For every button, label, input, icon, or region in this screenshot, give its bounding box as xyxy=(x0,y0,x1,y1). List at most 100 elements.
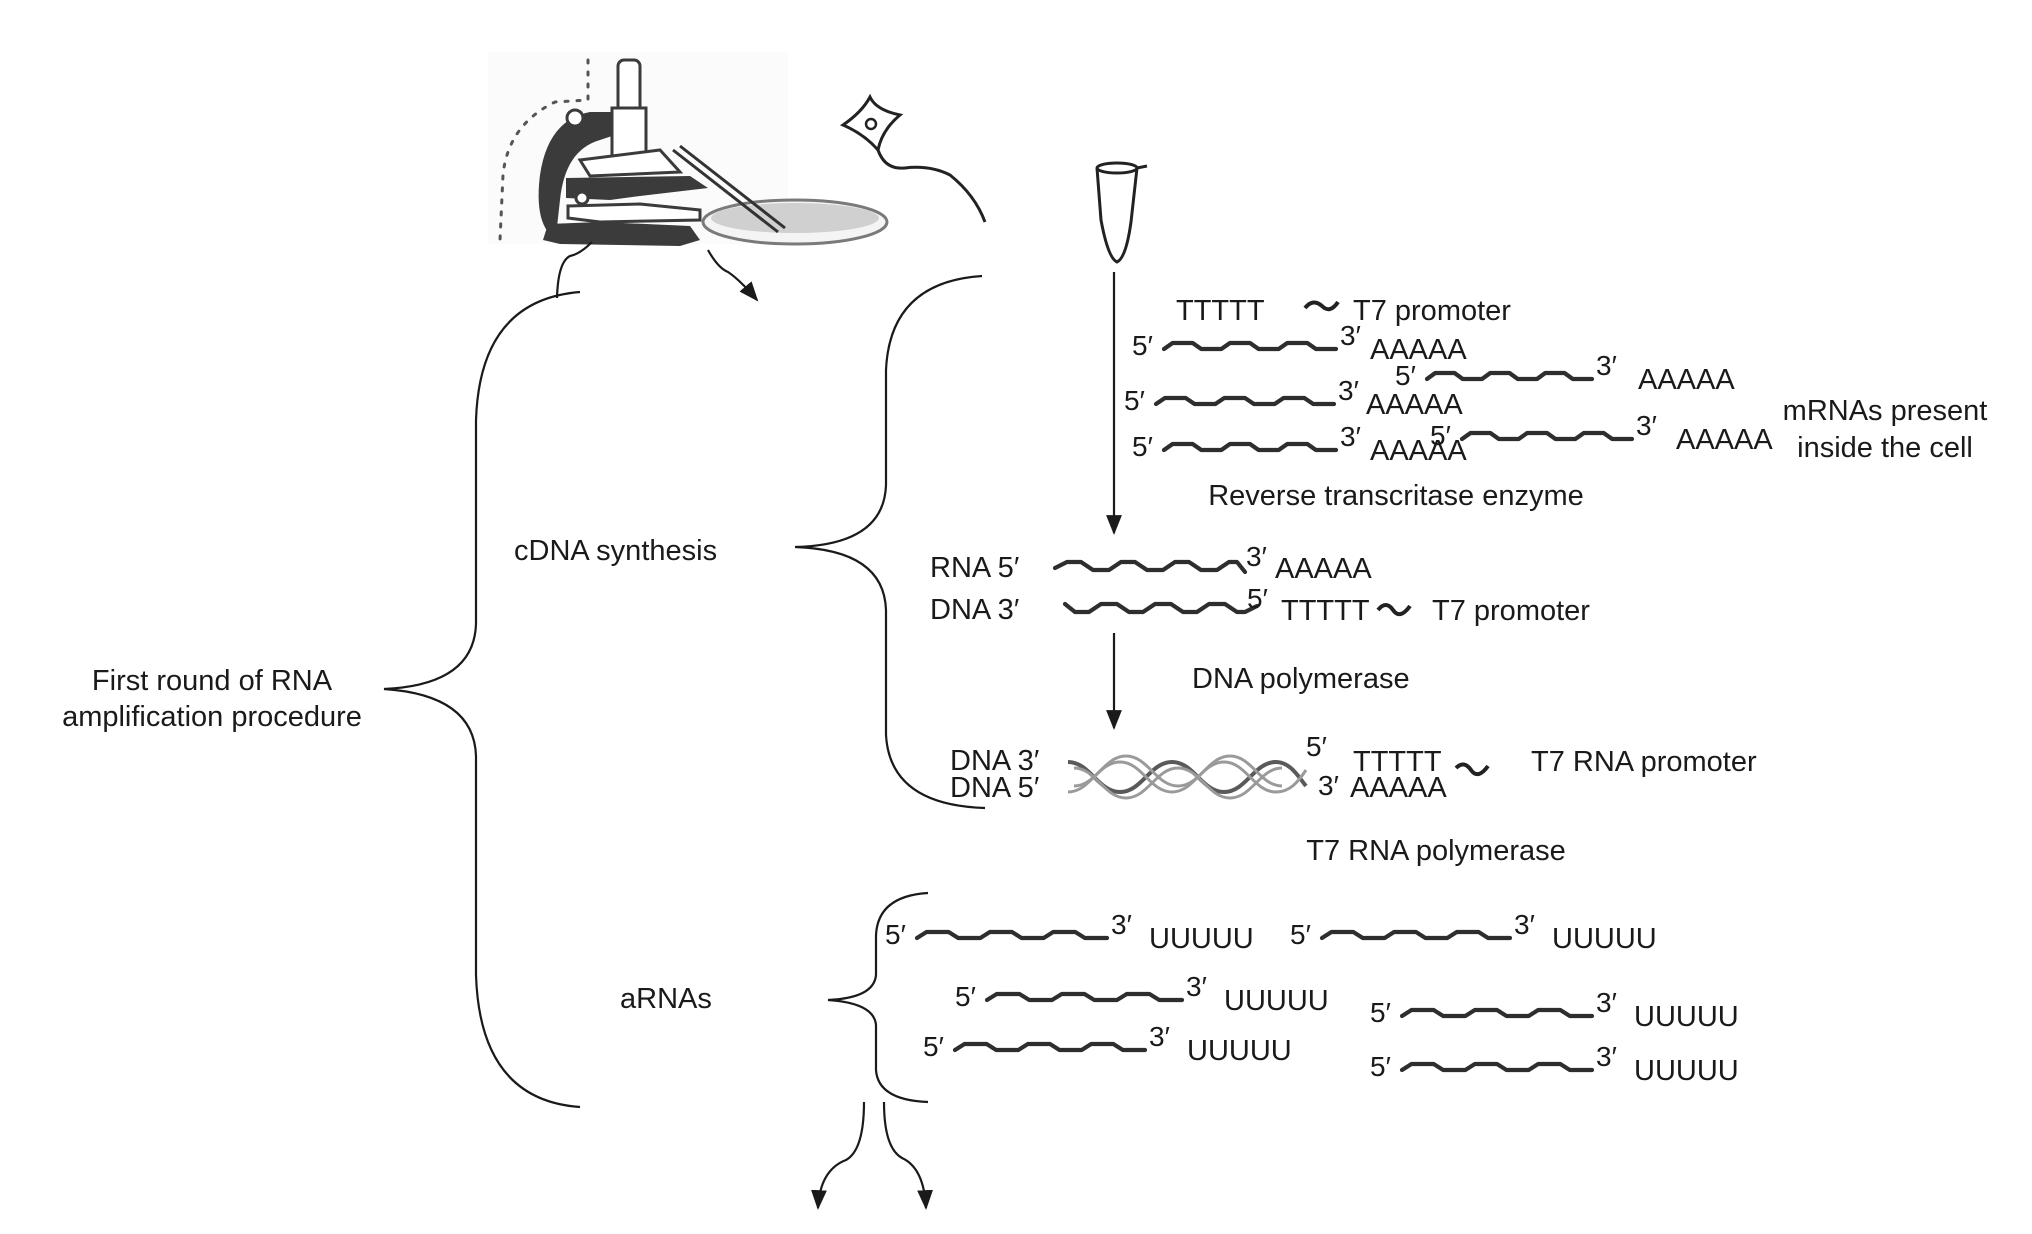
output-arrow-left xyxy=(811,1101,866,1210)
connector-from-microscope xyxy=(555,241,593,299)
mrna-strand: 5′3′AAAAA xyxy=(1395,350,1735,396)
svg-text:amplification procedure: amplification procedure xyxy=(62,701,362,733)
poly-tail-label: AAAAA xyxy=(1676,424,1773,456)
mrna-strands: 5′3′AAAAA5′3′AAAAA5′3′AAAAA5′3′AAAAA5′3′… xyxy=(1124,320,1773,467)
three-prime-label: 3′ xyxy=(1596,350,1617,381)
five-prime-label: 5′ xyxy=(1132,330,1153,361)
five-prime-label: 5′ xyxy=(955,981,976,1012)
five-prime-label: 5′ xyxy=(1290,919,1311,950)
five-prime-label: 5′ xyxy=(1370,1051,1391,1082)
poly-tail-label: UUUUU xyxy=(1224,985,1329,1017)
arna-strand: 5′ 3′ UUUUU xyxy=(1370,1041,1739,1087)
brace-first-round xyxy=(383,290,581,1109)
five-prime-label: 5′ xyxy=(923,1031,944,1062)
svg-text:T7 promoter: T7 promoter xyxy=(1353,295,1511,327)
svg-text:RNA 5′: RNA 5′ xyxy=(930,552,1019,584)
connector-arrow-from-dish xyxy=(707,249,759,302)
arna-strand: 5′ 3′ UUUUU xyxy=(885,909,1254,955)
strand-line xyxy=(914,929,1110,941)
strand-line xyxy=(1319,929,1513,941)
mrna-strand: 5′ 3′AAAAA xyxy=(1124,375,1463,421)
three-prime-label: 3′ xyxy=(1514,909,1535,940)
three-prime-label: 3′ xyxy=(1596,1041,1617,1072)
svg-text:3′: 3′ xyxy=(1246,541,1267,572)
svg-text:First round of RNA: First round of RNA xyxy=(92,665,333,697)
three-prime-label: 3′ xyxy=(1636,410,1657,441)
pipette-icon xyxy=(672,144,786,234)
five-prime-label: 5′ xyxy=(1124,385,1145,416)
strand-line xyxy=(1153,395,1337,407)
t7-promoter-icon xyxy=(1303,300,1340,312)
svg-text:TTTTT: TTTTT xyxy=(1176,295,1265,327)
stage-label-cdna: cDNA synthesis xyxy=(514,535,717,567)
strand-line xyxy=(1161,441,1339,453)
strand-line xyxy=(1459,430,1635,442)
arna-strands: 5′ 3′ UUUUU 5′ 3′ UUUUU 5′ 3′ UUUUU 5′ 3′ UUUUU 5′ 3′… xyxy=(885,909,1739,1087)
petri-dish-icon xyxy=(701,198,889,246)
double-stranded-dna: DNA 3′ DNA 5′ 5′ TTTTT T7 RNA promoter 3… xyxy=(950,731,1757,804)
brace-cdna-synthesis xyxy=(794,274,986,810)
poly-tail-label: AAAAA xyxy=(1370,334,1467,366)
svg-text:DNA 3′: DNA 3′ xyxy=(930,594,1019,626)
svg-text:mRNAs present: mRNAs present xyxy=(1783,395,1988,427)
svg-text:inside the cell: inside the cell xyxy=(1797,432,1973,464)
microcentrifuge-tube-icon xyxy=(1095,161,1148,264)
three-prime-label: 3′ xyxy=(1596,987,1617,1018)
title-label: First round of RNA amplification procedu… xyxy=(62,665,362,733)
strand-line xyxy=(1399,1007,1595,1019)
mrna-caption: mRNAs present inside the cell xyxy=(1783,395,1988,464)
svg-text:TTTTT: TTTTT xyxy=(1281,595,1370,627)
strand-line xyxy=(1161,340,1339,352)
strand-line xyxy=(1424,370,1595,382)
enzyme-reverse-transcriptase: Reverse transcritase enzyme xyxy=(1208,480,1584,512)
strand-line xyxy=(1399,1061,1595,1073)
poly-tail-label: UUUUU xyxy=(1149,923,1254,955)
arna-strand: 5′ 3′ UUUUU xyxy=(1290,909,1657,955)
svg-text:AAAAA: AAAAA xyxy=(1275,553,1372,585)
poly-tail-label: AAAAA xyxy=(1366,389,1463,421)
poly-tail-label: UUUUU xyxy=(1634,1001,1739,1033)
three-prime-label: 3′ xyxy=(1340,320,1361,351)
enzyme-t7-rna-polymerase: T7 RNA polymerase xyxy=(1306,835,1566,867)
five-prime-label: 5′ xyxy=(885,919,906,950)
three-prime-label: 3′ xyxy=(1186,971,1207,1002)
five-prime-label: 5′ xyxy=(1132,431,1153,462)
cell-icon xyxy=(839,93,987,223)
arna-strand: 5′ 3′ UUUUU xyxy=(923,1021,1292,1067)
svg-text:T7 promoter: T7 promoter xyxy=(1432,595,1590,627)
strand-line xyxy=(952,1041,1148,1053)
primer-legend: TTTTT T7 promoter xyxy=(1176,295,1511,327)
poly-tail-label: UUUUU xyxy=(1552,923,1657,955)
three-prime-label: 3′ xyxy=(1338,375,1359,406)
svg-text:AAAAA: AAAAA xyxy=(1350,772,1447,804)
five-prime-label: 5′ xyxy=(1395,360,1416,391)
mrna-strand: 5′3′AAAAA xyxy=(1430,410,1773,456)
stage-label-arnas: aRNAs xyxy=(620,983,712,1015)
svg-text:T7 RNA promoter: T7 RNA promoter xyxy=(1531,746,1757,778)
mrna-strand: 5′ 3′ AAAAA xyxy=(1132,320,1467,366)
arna-strand: 5′ 3′ UUUUU xyxy=(955,971,1329,1017)
three-prime-label: 3′ xyxy=(1149,1021,1170,1052)
microscope-icon xyxy=(488,52,788,246)
arna-strand: 5′ 3′ UUUUU xyxy=(1370,987,1739,1033)
mrna-strand: 5′3′AAAAA xyxy=(1132,421,1467,467)
svg-text:3′: 3′ xyxy=(1318,770,1339,801)
three-prime-label: 3′ xyxy=(1111,909,1132,940)
brace-arnas xyxy=(827,891,929,1104)
strand-line xyxy=(984,991,1185,1003)
rna-dna-hybrid: RNA 5′ 3′ AAAAA DNA 3′ 5′ TTTTT T7 promo… xyxy=(930,541,1590,627)
svg-text:5′: 5′ xyxy=(1247,583,1268,614)
t7-promoter-icon xyxy=(1454,762,1490,777)
svg-text:DNA 3′: DNA 3′ xyxy=(950,745,1039,777)
enzyme-dna-polymerase: DNA polymerase xyxy=(1192,663,1410,695)
poly-tail-label: UUUUU xyxy=(1634,1055,1739,1087)
svg-text:5′: 5′ xyxy=(1306,731,1327,762)
poly-tail-label: UUUUU xyxy=(1187,1035,1292,1067)
poly-tail-label: AAAAA xyxy=(1370,435,1467,467)
svg-text:TTTTT: TTTTT xyxy=(1353,746,1442,778)
five-prime-label: 5′ xyxy=(1370,997,1391,1028)
dna-helix-icon xyxy=(1067,754,1308,800)
t7-promoter-icon xyxy=(1376,603,1412,617)
output-arrow-right xyxy=(882,1101,934,1210)
